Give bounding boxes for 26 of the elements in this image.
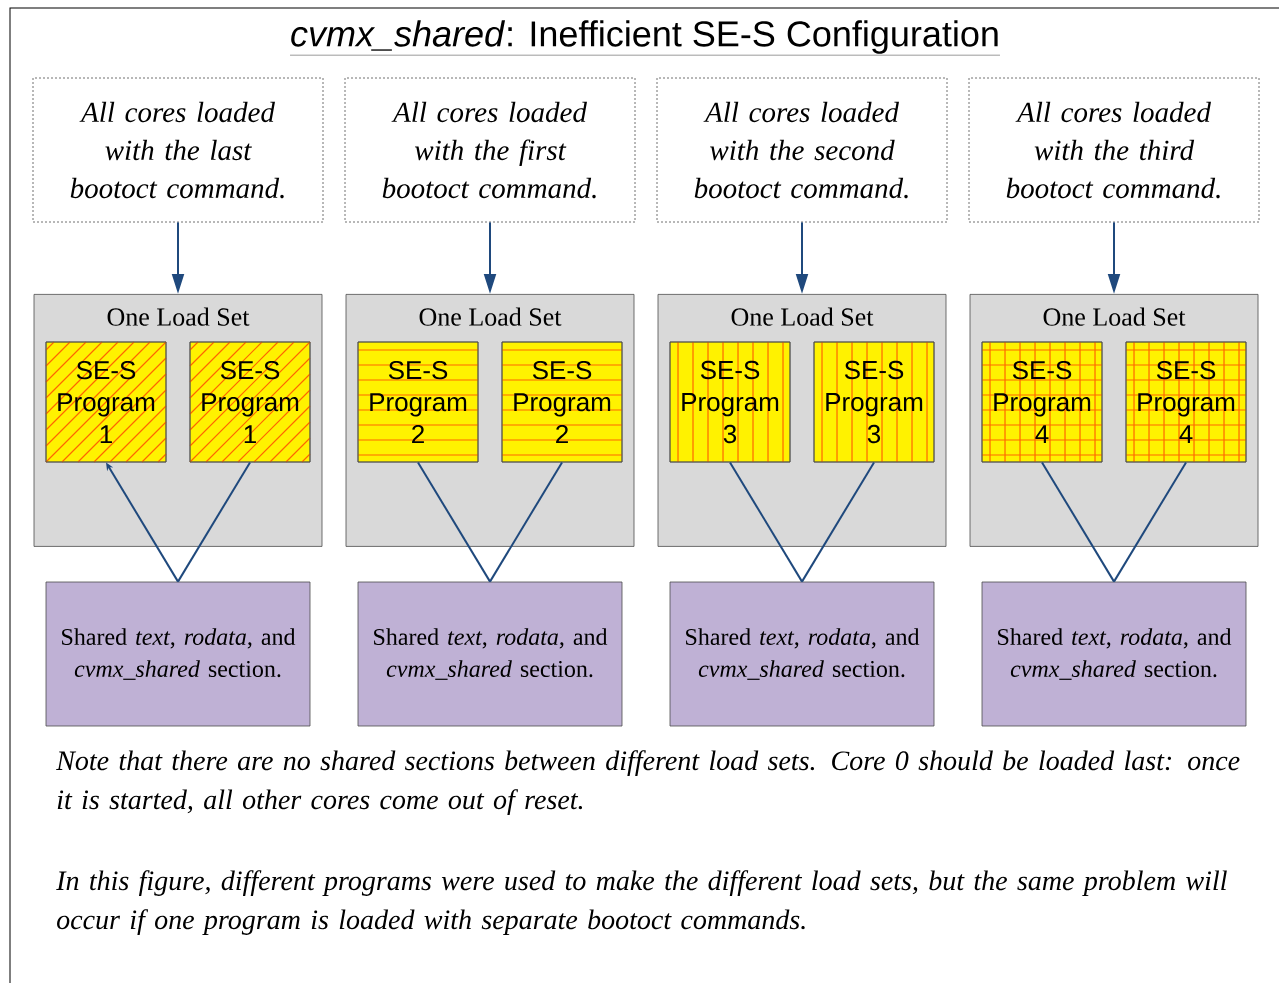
connector-line — [417, 461, 491, 583]
connector-line — [1041, 461, 1115, 583]
shared-section-box: Shared text, rodata, and cvmx_shared section. — [981, 581, 1247, 727]
note-box: All cores loaded with the second bootoct command. — [656, 77, 948, 223]
note-box: All cores loaded with the last bootoct command. — [32, 77, 324, 223]
program-box: SE-S Program 2 — [357, 341, 479, 463]
program-box: SE-S Program 4 — [1125, 341, 1247, 463]
connector-line — [729, 461, 803, 583]
connector-line — [801, 461, 875, 583]
program-box: SE-S Program 3 — [669, 341, 791, 463]
connector-line — [177, 461, 251, 583]
note-box: All cores loaded with the first bootoct command. — [344, 77, 636, 223]
program-box: SE-S Program 3 — [813, 341, 935, 463]
program-box: SE-S Program 2 — [501, 341, 623, 463]
connector-line — [1113, 461, 1187, 583]
note-text: In this figure, different programs were used to make the different load sets, but the same problem will occur if one program is loaded with separate bootoct commands. — [56, 870, 1227, 935]
title: cvmx_shared: Inefficient SE-S Configuration — [289, 20, 1001, 56]
note-box: All cores loaded with the third bootoct command. — [968, 77, 1260, 223]
program-box: SE-S Program 1 — [189, 341, 311, 463]
shared-section-box: Shared text, rodata, and cvmx_shared section. — [45, 581, 311, 727]
program-box: SE-S Program 1 — [45, 341, 167, 463]
program-box: SE-S Program 4 — [981, 341, 1103, 463]
connector-line — [489, 461, 563, 583]
note-text: Note that there are no shared sections between different load sets. Core 0 should be loaded last: once it is started, all other cores come out of reset. — [56, 750, 1240, 815]
shared-section-box: Shared text, rodata, and cvmx_shared section. — [669, 581, 935, 727]
shared-section-box: Shared text, rodata, and cvmx_shared section. — [357, 581, 623, 727]
